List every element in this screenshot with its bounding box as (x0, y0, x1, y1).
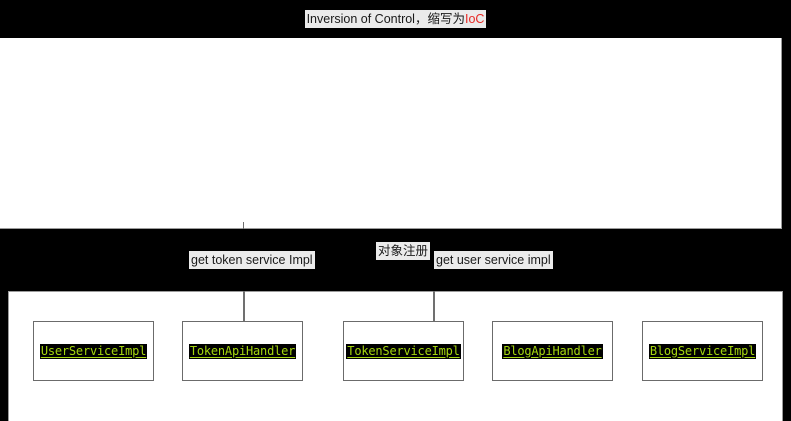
class-box-label: TokenServiceImpl (346, 343, 461, 359)
class-box-label: BlogServiceImpl (648, 343, 757, 359)
class-box-label: BlogApiHandler (502, 343, 603, 359)
class-box-token-api-handler[interactable]: TokenApiHandler (182, 321, 303, 381)
edge-label-get-token-service-impl: get token service Impl (189, 251, 315, 269)
connector-to-token-service-impl (433, 291, 435, 322)
class-box-blog-service-impl[interactable]: BlogServiceImpl (642, 321, 763, 381)
edge-label-get-user-service-impl: get user service impl (434, 251, 553, 269)
class-box-token-service-impl[interactable]: TokenServiceImpl (343, 321, 464, 381)
class-box-user-service-impl[interactable]: UserServiceImpl (33, 321, 154, 381)
page-title: Inversion of Control，缩写为IoC (304, 10, 487, 28)
class-box-label: TokenApiHandler (188, 343, 297, 359)
separator-band (0, 229, 791, 291)
class-box-blog-api-handler[interactable]: BlogApiHandler (492, 321, 613, 381)
diagram-title-bar: Inversion of Control，缩写为IoC (0, 0, 791, 38)
page-title-accent: IoC (464, 12, 485, 26)
page-title-prefix: Inversion of Control，缩写为 (306, 12, 465, 26)
connector-tick-upper (243, 222, 244, 229)
upper-content-panel (0, 38, 782, 229)
class-box-label: UserServiceImpl (39, 343, 148, 359)
connector-to-token-api-handler (243, 291, 245, 322)
edge-label-object-register: 对象注册 (376, 242, 431, 260)
